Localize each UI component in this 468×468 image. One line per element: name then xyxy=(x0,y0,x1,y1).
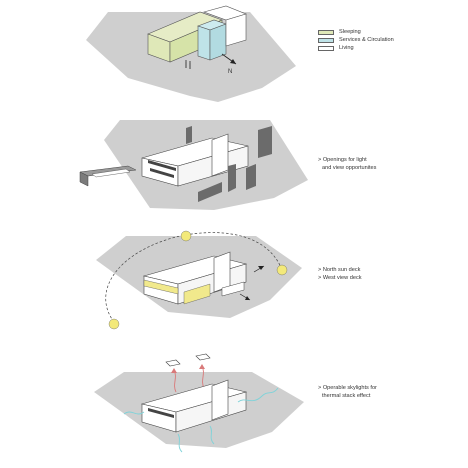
north-sun-deck xyxy=(143,279,179,295)
bridge-deck-body xyxy=(79,171,89,187)
legend-item-living: Living xyxy=(318,44,354,52)
opening-slot xyxy=(148,408,174,418)
legend-swatch xyxy=(318,29,334,35)
sun-icon xyxy=(276,264,288,276)
panel-skylights xyxy=(94,353,304,453)
legend-swatch xyxy=(318,37,334,43)
north-arrow-icon xyxy=(221,53,237,65)
people-figures xyxy=(185,60,191,69)
panel-program-zoning: N xyxy=(86,5,296,102)
panel-decks xyxy=(96,230,302,330)
legend-item-sleeping: Sleeping xyxy=(318,28,361,36)
panel-openings xyxy=(79,120,308,210)
view-arrow-icon xyxy=(239,265,265,301)
sun-icon xyxy=(180,230,192,242)
annotation-line: thermal stack effect xyxy=(322,393,371,399)
sun-icon xyxy=(108,318,120,330)
wall-panel-lower-left xyxy=(198,182,222,202)
legend-swatch xyxy=(318,45,334,51)
wall-panel-right xyxy=(258,126,272,158)
legend-item-services: Services & Circulation xyxy=(318,36,394,44)
annotation-decks: > North sun deck > West view deck xyxy=(318,266,362,282)
services-volume-front xyxy=(197,25,211,61)
annotation-line: > West view deck xyxy=(318,275,362,281)
living-volume-side xyxy=(225,13,247,47)
annotation-line: > Operable skylights for xyxy=(318,385,377,391)
skylight-panel xyxy=(165,359,181,367)
tower-front xyxy=(211,379,229,421)
services-volume-side xyxy=(209,23,227,61)
bridge-deck-inner xyxy=(91,168,131,178)
arrowhead xyxy=(171,368,177,373)
annotation-skylights: > Operable skylights for thermal stack e… xyxy=(318,384,377,400)
wall-panel-lower xyxy=(228,164,236,192)
airflow-line xyxy=(123,387,279,453)
legend-label: Sleeping xyxy=(339,29,361,35)
legend-label: Living xyxy=(339,45,354,51)
tower-front xyxy=(211,133,229,177)
deck-slab xyxy=(221,281,245,297)
annotation-line: and view opportunites xyxy=(322,165,377,171)
legend-label: Services & Circulation xyxy=(339,37,394,43)
wall-panel-top xyxy=(186,126,192,144)
skylight-panel xyxy=(195,353,211,361)
wall-panel-lower-right xyxy=(246,164,256,190)
annotation-openings: > Openings for light and view opportunit… xyxy=(318,156,376,172)
annotation-line: > Openings for light xyxy=(318,157,367,163)
annotation-line: > North sun deck xyxy=(318,267,361,273)
arrowhead xyxy=(199,364,205,369)
tower-front xyxy=(213,251,231,293)
west-view-deck xyxy=(183,283,211,305)
north-label: N xyxy=(228,69,232,75)
opening-slot xyxy=(148,160,176,171)
opening-slot xyxy=(150,168,174,178)
